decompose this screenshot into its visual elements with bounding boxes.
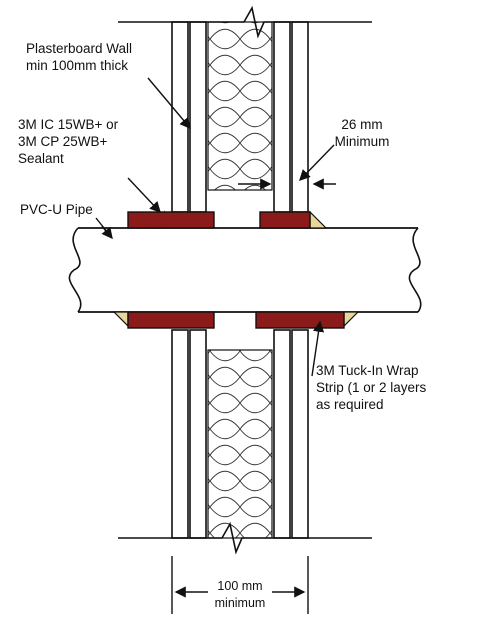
sealant-label-line-2: 3M CP 25WB+	[18, 134, 108, 149]
sealant-label-line-1: 3M IC 15WB+ or	[18, 117, 119, 132]
break-line-top	[118, 5, 372, 39]
gap-label-line-1: 26 mm	[341, 117, 383, 132]
sealant-label: 3M IC 15WB+ or 3M CP 25WB+ Sealant	[18, 116, 118, 167]
width-dimension	[171, 556, 309, 614]
width-label-line-1: 100 mm	[217, 579, 263, 593]
wrap-label-line-2: Strip (1 or 2 layers	[316, 380, 427, 395]
gap-label-line-2: Minimum	[334, 134, 390, 149]
pipe-label: PVC-U Pipe	[20, 202, 93, 217]
wrap-label-line-3: as required	[316, 397, 384, 412]
plasterboard-label: Plasterboard Wall min 100mm thick	[26, 40, 132, 74]
sealant-label-line-3: Sealant	[18, 151, 64, 166]
insulation-upper	[207, 21, 273, 191]
break-line-bottom	[118, 521, 372, 555]
width-label-line-2: minimum	[214, 596, 266, 610]
gap-label: 26 mm Minimum	[322, 116, 402, 150]
wrap-strips	[127, 211, 345, 329]
plasterboard-label-line-1: Plasterboard Wall	[26, 41, 133, 56]
insulation-lower	[207, 349, 273, 539]
plasterboard-label-line-2: min 100mm thick	[26, 58, 129, 73]
width-label: 100 mm minimum	[200, 578, 280, 612]
sealant-beads	[112, 210, 360, 328]
wrap-label: 3M Tuck-In Wrap Strip (1 or 2 layers as …	[316, 362, 426, 413]
pvc-pipe	[68, 227, 422, 313]
wrap-label-line-1: 3M Tuck-In Wrap	[316, 363, 419, 378]
leader-lines	[95, 77, 335, 377]
